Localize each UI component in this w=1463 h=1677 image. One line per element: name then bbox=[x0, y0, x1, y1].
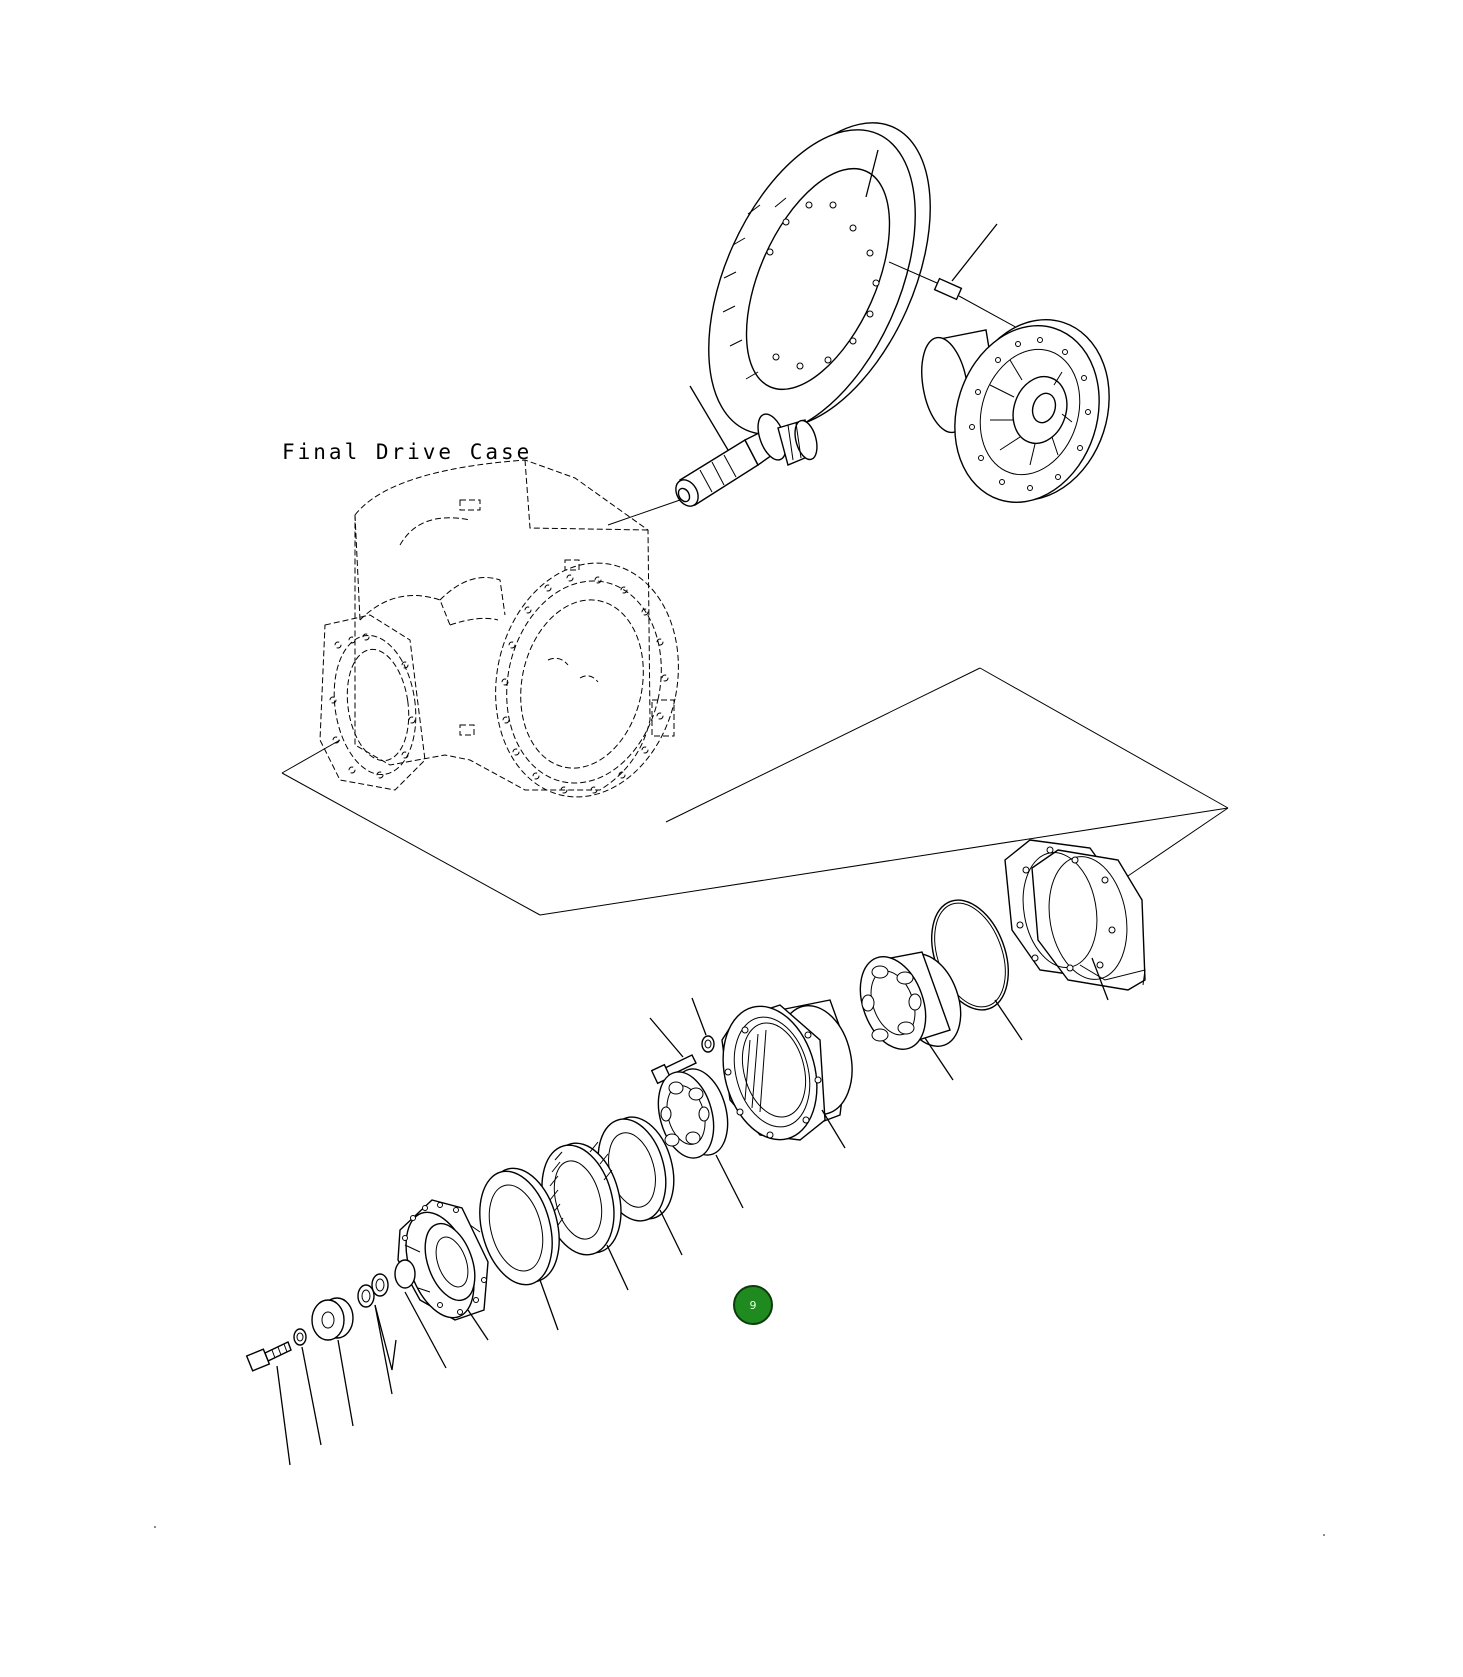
differential-case bbox=[921, 319, 1110, 503]
cover-flange bbox=[1004, 839, 1146, 1001]
hub-housing bbox=[721, 999, 853, 1149]
bearing-race bbox=[541, 1141, 629, 1291]
bolt bbox=[245, 1341, 292, 1466]
final-drive-case: Final Drive Case bbox=[282, 440, 679, 798]
assembly-group-outline bbox=[281, 667, 1229, 916]
bearing-right bbox=[859, 951, 962, 1081]
pinion-shaft bbox=[607, 385, 818, 526]
spacer-ring bbox=[479, 1167, 560, 1331]
thick-washer bbox=[311, 1297, 354, 1427]
hotspot-marker[interactable]: 9 bbox=[733, 1285, 773, 1325]
carrier-flange bbox=[397, 1199, 489, 1341]
washer-pair bbox=[357, 1273, 397, 1395]
lock-washer bbox=[293, 1328, 322, 1446]
scan-artifacts bbox=[154, 1526, 1325, 1536]
hotspot-label: 9 bbox=[750, 1299, 757, 1312]
final-drive-case-label: Final Drive Case bbox=[282, 440, 532, 464]
hub-bolt bbox=[649, 997, 715, 1085]
ring-gear bbox=[708, 122, 931, 435]
small-o-ring bbox=[394, 1259, 447, 1369]
bearing-left bbox=[657, 1068, 744, 1209]
